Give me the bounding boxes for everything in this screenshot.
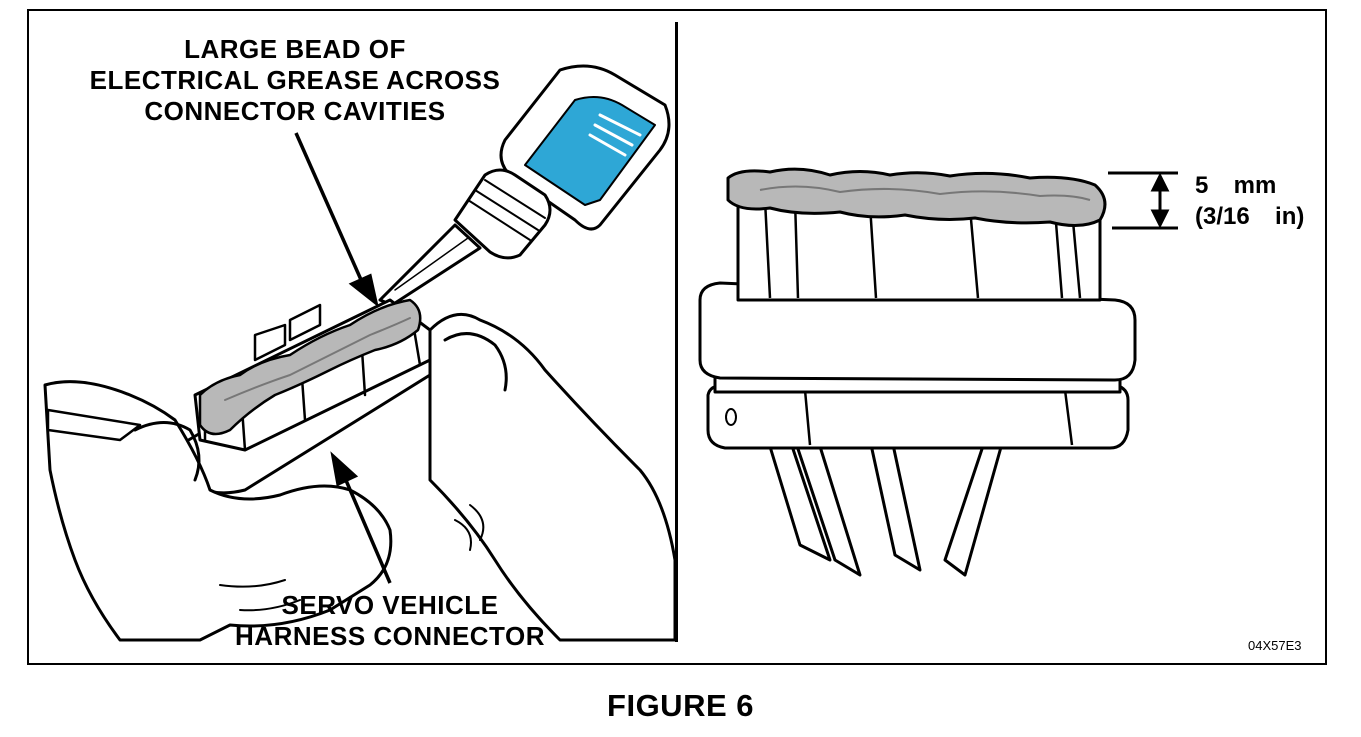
grease-callout-line-1: LARGE BEAD OF [184, 34, 406, 64]
left-panel-illustration [43, 64, 677, 642]
dimension-metric: 5 mm [1195, 172, 1277, 199]
bottle-label [524, 95, 656, 206]
dimension-marker [1108, 171, 1178, 230]
grease-callout-line-3: CONNECTOR CAVITIES [144, 96, 446, 126]
grease-callout-line-2: ELECTRICAL GREASE ACROSS [89, 65, 501, 95]
right-panel-illustration [698, 167, 1137, 577]
figure-code: 04X57E3 [1248, 638, 1302, 653]
grease-bead-left [198, 298, 422, 436]
connector-left [178, 298, 432, 495]
connector-wires [766, 438, 1005, 577]
grease-bottle [378, 64, 671, 307]
servo-callout-line-1: SERVO VEHICLE [281, 590, 499, 620]
figure-caption: FIGURE 6 [607, 688, 754, 723]
grease-callout: LARGE BEAD OF ELECTRICAL GREASE ACROSS C… [60, 34, 530, 127]
dimension-imperial: (3/16 in) [1195, 203, 1305, 230]
left-hand [43, 380, 393, 642]
servo-callout: SERVO VEHICLE HARNESS CONNECTOR [200, 590, 580, 652]
right-hand [428, 312, 677, 642]
figure-frame [27, 9, 1327, 665]
callout-arrows-left [294, 132, 392, 584]
grease-bead-right [726, 167, 1107, 227]
servo-callout-line-2: HARNESS CONNECTOR [235, 621, 545, 651]
panel-divider [675, 22, 678, 642]
dimension-label: 5 mm (3/16 in) [1195, 170, 1304, 232]
